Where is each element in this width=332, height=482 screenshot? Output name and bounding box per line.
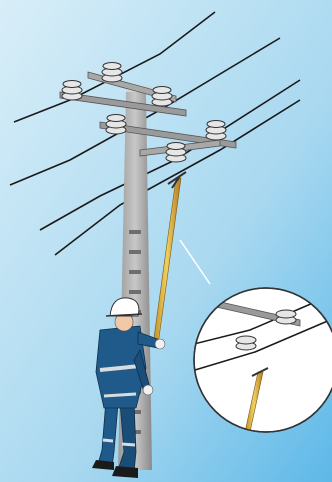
insulator-4 bbox=[106, 115, 126, 135]
insulator-2 bbox=[102, 63, 122, 83]
insulator-3 bbox=[152, 87, 172, 107]
insulator-1 bbox=[62, 81, 82, 101]
insulator-5 bbox=[166, 143, 186, 163]
insulator-6 bbox=[206, 121, 226, 141]
